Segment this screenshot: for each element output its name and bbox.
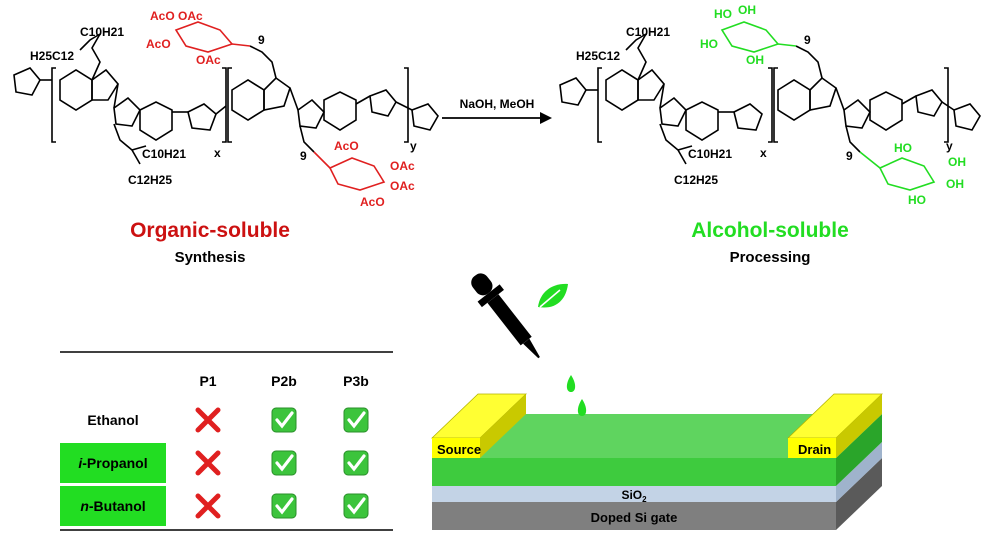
cross-icon	[195, 407, 221, 433]
right-sugar-label-5: HO	[894, 141, 912, 155]
drain-label: Drain	[798, 442, 831, 457]
left-polymer-labels: C10H21 H25C12 C10H21 C12H25 x y 9 9 AcO …	[30, 9, 417, 209]
right-repeat-x: x	[760, 146, 767, 160]
table-result-marks	[195, 407, 369, 519]
right-alkyl-top-2: H25C12	[576, 49, 620, 63]
semiconductor-top	[432, 414, 882, 458]
left-repeat-y: y	[410, 139, 417, 153]
left-spacer-top: 9	[258, 33, 265, 47]
check-icon	[271, 407, 297, 433]
right-sugar-label-1: HO	[714, 7, 732, 21]
gate-layer-front	[432, 502, 836, 530]
col-header-1: P1	[199, 373, 216, 389]
dielectric-layer-front	[432, 486, 836, 502]
droplet-icon	[566, 375, 576, 392]
right-alkyl-bottom-1: C10H21	[688, 147, 732, 161]
leaf-icon	[538, 283, 568, 308]
row-label-ethanol: Ethanol	[87, 412, 138, 428]
check-icon	[271, 450, 297, 476]
col-header-3: P3b	[343, 373, 369, 389]
source-electrode-side	[480, 394, 526, 458]
right-sugar-label-4: OH	[746, 53, 764, 67]
check-icon	[343, 407, 369, 433]
right-alkyl-top-1: C10H21	[626, 25, 670, 39]
left-spacer-bottom: 9	[300, 149, 307, 163]
left-sugar-label-5: AcO	[334, 139, 359, 153]
right-polymer-structure	[559, 33, 981, 165]
solubility-table: P1 P2b P3b Ethanol i-Propanol n-Butanol	[60, 351, 393, 531]
source-label: Source	[437, 442, 481, 457]
gate-layer-side	[836, 458, 882, 530]
check-icon	[343, 450, 369, 476]
left-sugar-label-4: OAc	[196, 53, 221, 67]
right-sugar-label-6: OH	[948, 155, 966, 169]
left-sugar-top	[174, 21, 251, 53]
left-subcaption: Synthesis	[175, 249, 246, 266]
col-header-2: P2b	[271, 373, 297, 389]
left-sugar-label-1: AcO	[150, 9, 175, 23]
left-sugar-label-8: OAc	[390, 179, 415, 193]
source-electrode-front	[432, 438, 480, 458]
left-alkyl-bottom-1: C10H21	[142, 147, 186, 161]
right-alkyl-bottom-2: C12H25	[674, 173, 718, 187]
right-polymer-labels: C10H21 H25C12 C10H21 C12H25 x y 9 9 HO O…	[576, 3, 966, 207]
right-sugar-top	[720, 21, 797, 53]
drain-electrode-side	[836, 394, 882, 458]
dielectric-label: SiO2	[621, 488, 647, 504]
right-sugar-label-3: HO	[700, 37, 718, 51]
reaction-reagents: NaOH, MeOH	[460, 97, 535, 111]
right-sugar-bottom	[859, 151, 936, 191]
left-sugar-label-7: AcO	[360, 195, 385, 209]
right-spacer-bottom: 9	[846, 149, 853, 163]
row-label-butanol: n-Butanol	[80, 498, 145, 514]
right-sugar-label-7: HO	[908, 193, 926, 207]
left-sugar-bottom	[313, 151, 386, 191]
device-schematic: Source Drain SiO2 Doped Si gate	[431, 273, 883, 530]
dielectric-layer-side	[836, 442, 882, 502]
row-highlight-propanol	[60, 443, 166, 483]
right-caption: Alcohol-soluble	[691, 219, 849, 242]
gate-label: Doped Si gate	[591, 510, 678, 525]
right-repeat-y: y	[946, 139, 953, 153]
left-alkyl-top-2: H25C12	[30, 49, 74, 63]
left-sugar-label-6: OAc	[390, 159, 415, 173]
semiconductor-front	[432, 458, 836, 486]
left-caption: Organic-soluble	[130, 219, 290, 242]
dropper-icon	[471, 273, 540, 359]
semiconductor-side	[836, 414, 882, 486]
right-sugar-label-2: OH	[738, 3, 756, 17]
left-sugar-label-2: OAc	[178, 9, 203, 23]
row-highlight-butanol	[60, 486, 166, 526]
left-alkyl-top-1: C10H21	[80, 25, 124, 39]
check-icon	[271, 493, 297, 519]
right-subcaption: Processing	[730, 249, 811, 266]
check-icon	[343, 493, 369, 519]
reaction-arrow: NaOH, MeOH	[442, 97, 552, 124]
left-sugar-label-3: AcO	[146, 37, 171, 51]
row-label-propanol: i-Propanol	[78, 455, 147, 471]
drain-electrode-front	[788, 438, 836, 458]
cross-icon	[195, 493, 221, 519]
droplet-icon-lower	[577, 399, 587, 416]
cross-icon	[195, 450, 221, 476]
left-alkyl-bottom-2: C12H25	[128, 173, 172, 187]
left-repeat-x: x	[214, 146, 221, 160]
right-sugar-label-8: OH	[946, 177, 964, 191]
left-polymer-structure	[13, 33, 439, 165]
right-spacer-top: 9	[804, 33, 811, 47]
